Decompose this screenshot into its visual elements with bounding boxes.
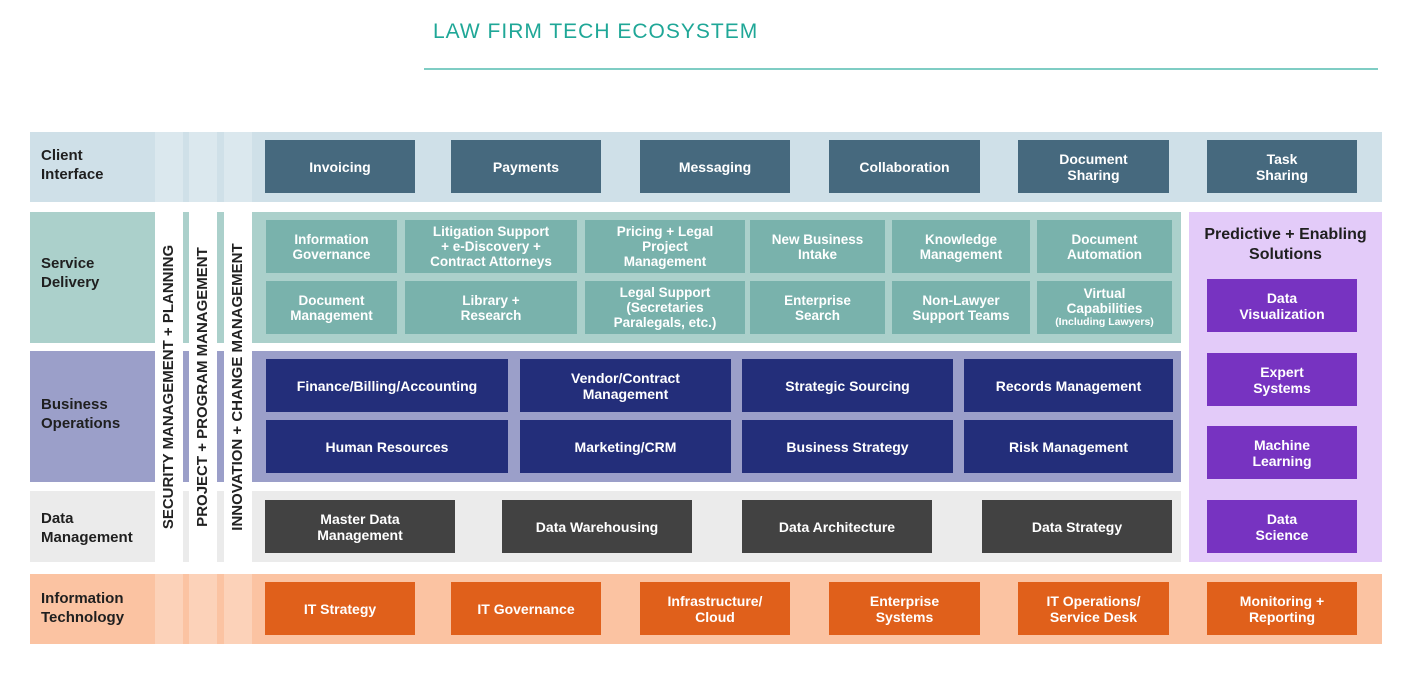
data-box-data-architecture: Data Architecture [742,500,932,553]
vcol-innovation-bg [224,212,252,562]
service-box-document-automation: Document Automation [1037,220,1172,273]
page-title: LAW FIRM TECH ECOSYSTEM [433,20,759,43]
it-box-it-governance: IT Governance [451,582,601,635]
business-operations-label: Business Operations [41,396,121,432]
it-box-infrastructure-cloud: Infrastructure/ Cloud [640,582,790,635]
it-box-it-operations: IT Operations/ Service Desk [1018,582,1169,635]
client-box-document-sharing: Document Sharing [1018,140,1169,193]
service-box-pricing-legal-pm: Pricing + Legal Project Management [585,220,745,273]
service-box-enterprise-search: Enterprise Search [750,281,885,334]
vcol-project-bg [189,212,217,562]
client-box-collaboration: Collaboration [829,140,980,193]
service-box-library-research: Library + Research [405,281,577,334]
service-box-non-lawyer-support: Non-Lawyer Support Teams [892,281,1030,334]
it-box-enterprise-systems: Enterprise Systems [829,582,980,635]
predictive-box-expert-systems: Expert Systems [1207,353,1357,406]
predictive-box-data-science: Data Science [1207,500,1357,553]
client-box-messaging: Messaging [640,140,790,193]
service-box-virtual-capabilities: Virtual Capabilities (Including Lawyers) [1037,281,1172,334]
data-management-label: Data Management [41,510,133,546]
data-box-data-warehousing: Data Warehousing [502,500,692,553]
service-delivery-label: Service Delivery [41,255,100,291]
vcol-innovation-label: INNOVATION + CHANGE MANAGEMENT [229,243,246,531]
business-box-business-strategy: Business Strategy [742,420,953,473]
business-box-records-management: Records Management [964,359,1173,412]
service-box-document-management: Document Management [266,281,397,334]
client-box-task-sharing: Task Sharing [1207,140,1357,193]
title-divider [424,68,1378,70]
client-box-invoicing: Invoicing [265,140,415,193]
predictive-box-machine-learning: Machine Learning [1207,426,1357,479]
service-box-information-governance: Information Governance [266,220,397,273]
service-box-new-business-intake: New Business Intake [750,220,885,273]
predictive-title: Predictive + Enabling Solutions [1204,226,1367,263]
information-technology-label: Information Technology [41,590,125,626]
it-box-monitoring-reporting: Monitoring + Reporting [1207,582,1357,635]
vcol-project-label: PROJECT + PROGRAM MANAGEMENT [194,247,211,527]
client-interface-label: Client Interface [41,147,104,183]
vcol-security-bg [155,212,183,562]
predictive-box-data-visualization: Data Visualization [1207,279,1357,332]
business-box-vendor-contract: Vendor/Contract Management [520,359,731,412]
virtual-capabilities-label: Virtual Capabilities [1066,286,1143,316]
service-box-knowledge-management: Knowledge Management [892,220,1030,273]
business-box-marketing-crm: Marketing/CRM [520,420,731,473]
business-box-strategic-sourcing: Strategic Sourcing [742,359,953,412]
it-box-it-strategy: IT Strategy [265,582,415,635]
service-box-litigation-support: Litigation Support + e-Discovery + Contr… [405,220,577,273]
client-box-payments: Payments [451,140,601,193]
data-box-master-data: Master Data Management [265,500,455,553]
vcol-security-label: SECURITY MANAGEMENT + PLANNING [160,244,177,530]
service-box-legal-support: Legal Support (Secretaries Paralegals, e… [585,281,745,334]
business-box-human-resources: Human Resources [266,420,508,473]
virtual-capabilities-note: (Including Lawyers) [1055,316,1154,328]
business-box-risk-management: Risk Management [964,420,1173,473]
data-box-data-strategy: Data Strategy [982,500,1172,553]
business-box-finance-billing: Finance/Billing/Accounting [266,359,508,412]
